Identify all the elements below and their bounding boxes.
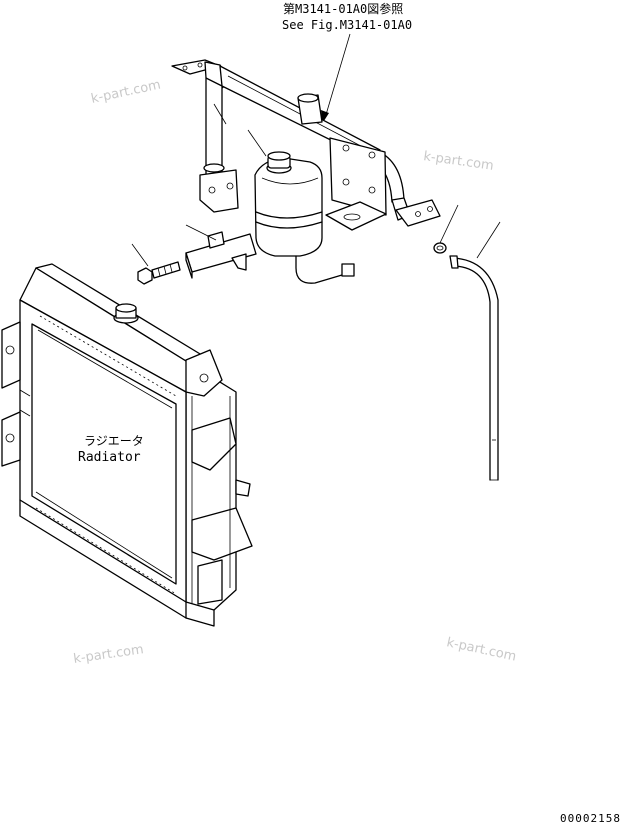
drawing-number: 00002158 bbox=[560, 812, 621, 825]
watermark-3: k-part.com bbox=[72, 642, 144, 667]
bolt bbox=[131, 243, 181, 285]
watermark-4: k-part.com bbox=[445, 635, 517, 664]
frame-bracket-leader bbox=[213, 103, 227, 125]
mounting-pipe-frame bbox=[171, 59, 441, 231]
tank-cap-leader bbox=[247, 129, 267, 157]
radiator-label-en: Radiator bbox=[78, 450, 141, 465]
reservoir-tank bbox=[254, 151, 355, 284]
hose bbox=[449, 221, 501, 481]
reference-label-en: See Fig.M3141-01A0 bbox=[282, 18, 412, 32]
tank-bracket bbox=[185, 224, 257, 279]
watermark-2: k-part.com bbox=[422, 149, 494, 174]
reference-leader bbox=[324, 33, 351, 119]
watermark-1: k-part.com bbox=[90, 78, 162, 107]
reference-label-jp: 第M3141-01A0図参照 bbox=[283, 1, 403, 16]
radiator bbox=[1, 263, 253, 627]
radiator-label-jp: ラジエータ bbox=[84, 434, 144, 448]
hose-clamp bbox=[433, 204, 459, 254]
